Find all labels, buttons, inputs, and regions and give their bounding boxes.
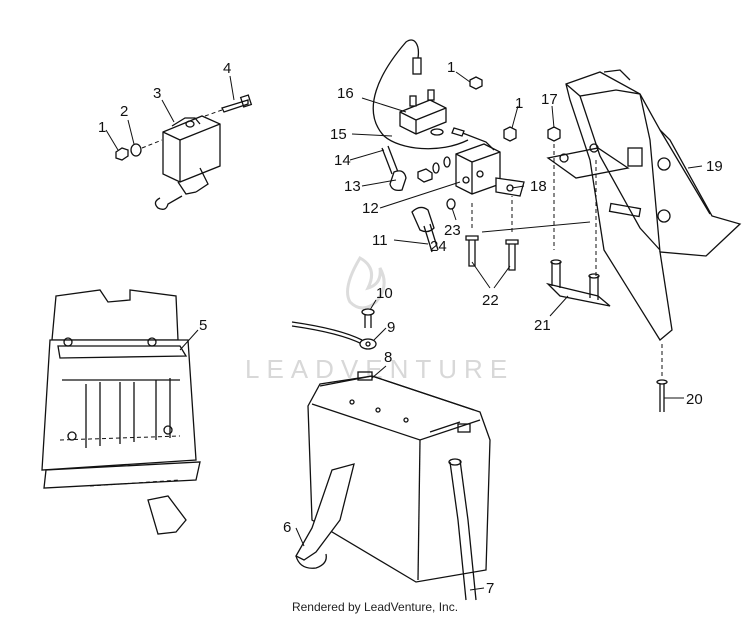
callout-11-cable: 11 xyxy=(372,232,388,249)
callout-15-wire: 15 xyxy=(330,126,347,143)
callout-1-nut-right: 1 xyxy=(515,95,523,112)
callout-3-regulator: 3 xyxy=(153,85,161,102)
callout-1-nut-left: 1 xyxy=(98,119,106,136)
callout-2-washer: 2 xyxy=(120,103,128,120)
callout-21-clamp: 21 xyxy=(534,317,551,334)
callout-18-tab: 18 xyxy=(530,178,547,195)
callout-4-bolt: 4 xyxy=(223,60,231,77)
callout-20-rivet: 20 xyxy=(686,391,703,408)
callout-10-bolt: 10 xyxy=(376,285,393,302)
callout-8-battery: 8 xyxy=(384,349,392,366)
regulator-part-3 xyxy=(115,94,253,210)
callout-16-relay: 16 xyxy=(337,85,354,102)
callout-22-bolts: 22 xyxy=(482,292,499,309)
callout-19-bracket: 19 xyxy=(706,158,723,175)
callout-9-cable: 9 xyxy=(387,319,395,336)
footer-credit: Rendered by LeadVenture, Inc. xyxy=(291,600,459,614)
bolt-part-10 xyxy=(361,308,375,328)
watermark-logo xyxy=(346,255,386,310)
battery-part-8 xyxy=(307,371,491,583)
battery-cable-part-9 xyxy=(291,321,377,350)
callout-17-nut: 17 xyxy=(541,91,558,108)
callout-23-washer: 23 xyxy=(444,222,461,239)
rivet-part-20 xyxy=(656,344,668,412)
callout-7-vent-tube: 7 xyxy=(486,580,494,597)
callout-5-battery-box: 5 xyxy=(199,317,207,334)
callout-1-nut-top: 1 xyxy=(447,59,455,76)
vent-tube-part-6 xyxy=(295,463,355,569)
leader-lines xyxy=(105,71,703,591)
callout-6-vent-tube: 6 xyxy=(283,519,291,536)
clamp-part-21 xyxy=(545,259,611,307)
solenoid-assembly xyxy=(372,39,591,271)
callout-12-solenoid: 12 xyxy=(362,200,379,217)
callout-24-cable-end: 24 xyxy=(430,238,447,255)
callout-14-boot: 14 xyxy=(334,152,351,169)
mounting-bracket-part-19 xyxy=(546,69,742,341)
callout-13-connector: 13 xyxy=(344,178,361,195)
vent-tube-part-7 xyxy=(448,458,477,601)
battery-box-part-5 xyxy=(41,289,201,535)
